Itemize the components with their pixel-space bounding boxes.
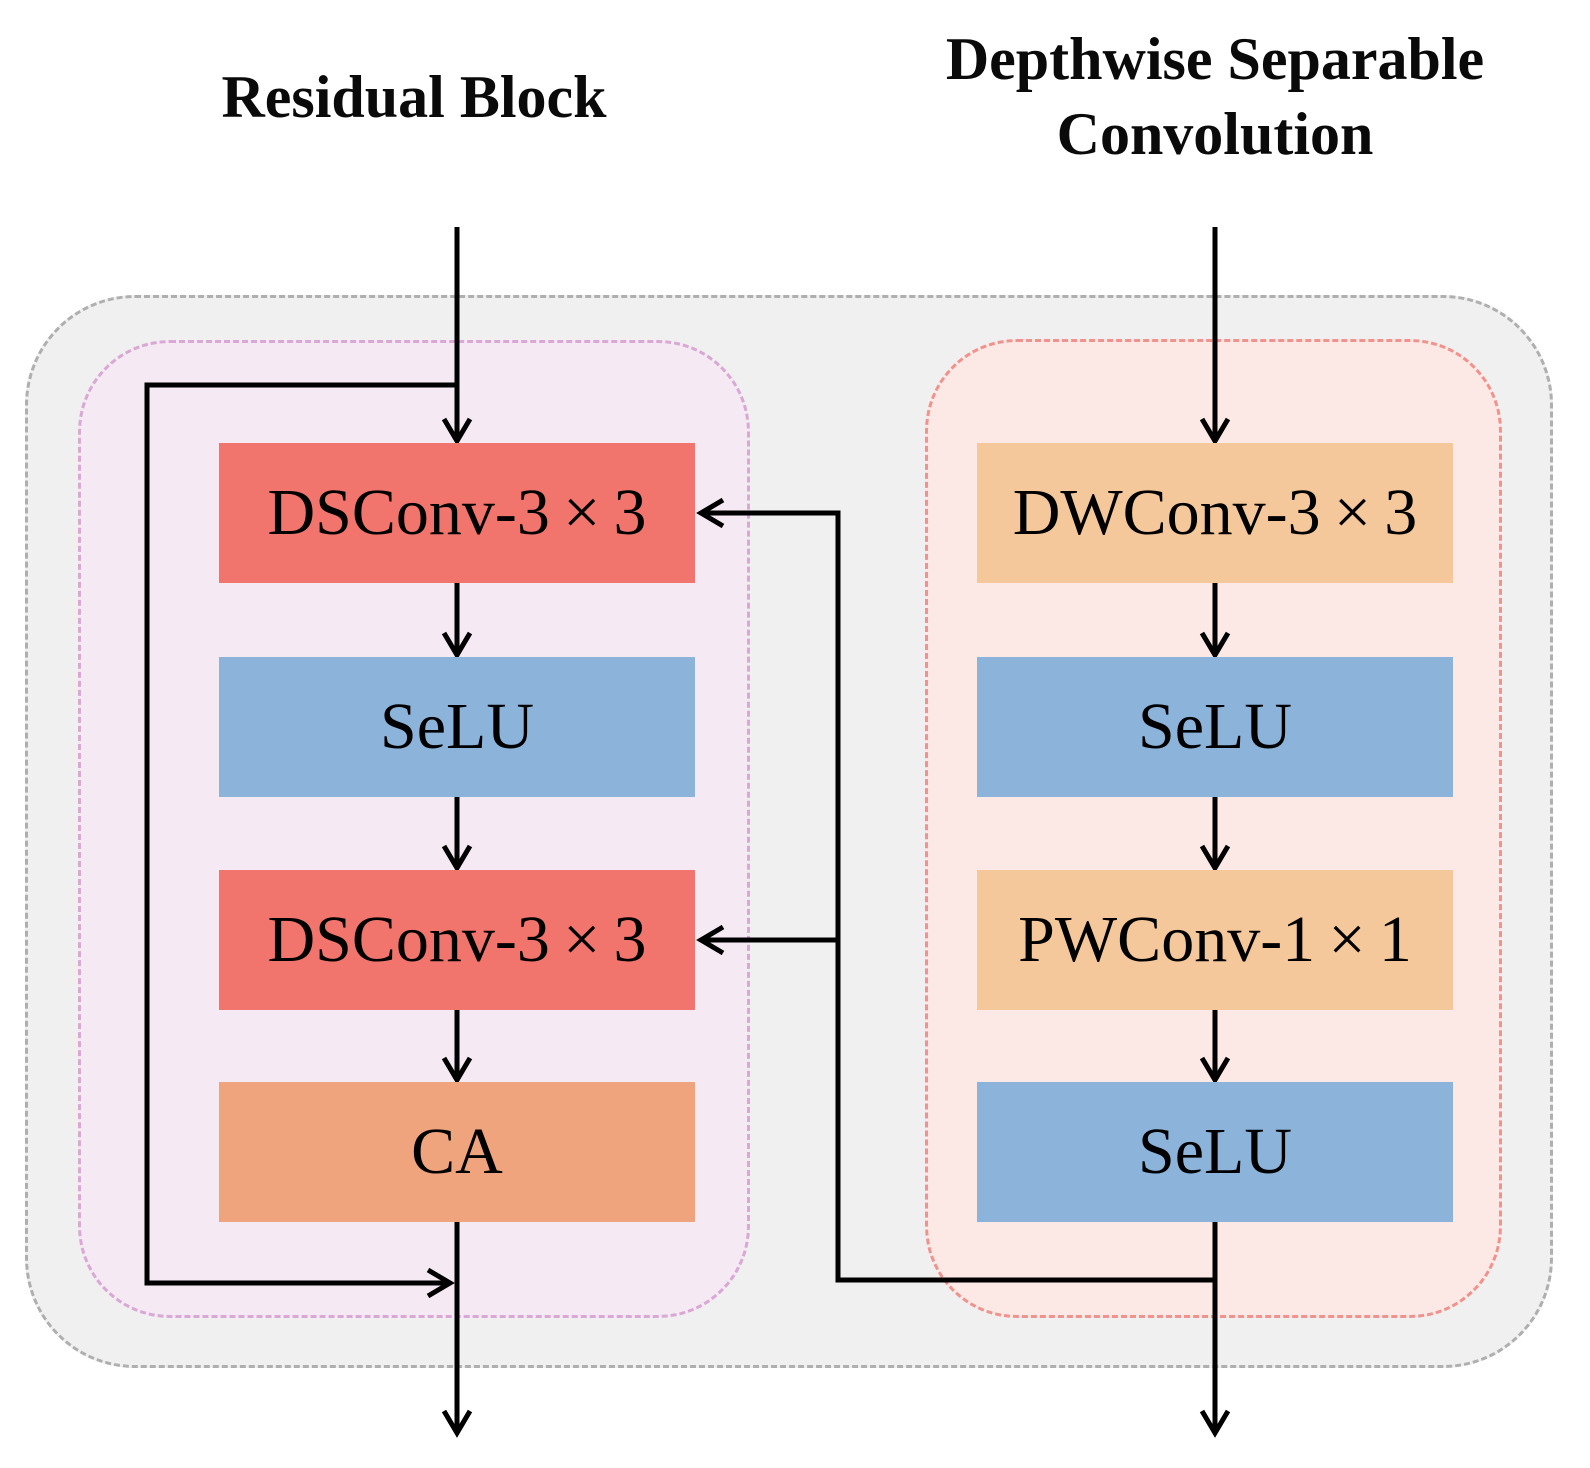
residual-block-title: Residual Block (221, 64, 607, 130)
node-selu-left: SeLU (219, 657, 695, 797)
node-dsconv-1: DSConv-3 × 3 (219, 443, 695, 583)
depthwise-separable-title: Depthwise Separable Convolution (945, 26, 1485, 167)
node-dsconv-2: DSConv-3 × 3 (219, 870, 695, 1010)
arrow-expansion-to-dsconv1 (696, 497, 1215, 1283)
node-pwconv: PWConv-1 × 1 (977, 870, 1453, 1010)
arrow-skip-connection (144, 382, 457, 1299)
node-selu-right-1: SeLU (977, 657, 1453, 797)
node-ca: CA (219, 1082, 695, 1222)
node-dwconv: DWConv-3 × 3 (977, 443, 1453, 583)
node-selu-right-2: SeLU (977, 1082, 1453, 1222)
